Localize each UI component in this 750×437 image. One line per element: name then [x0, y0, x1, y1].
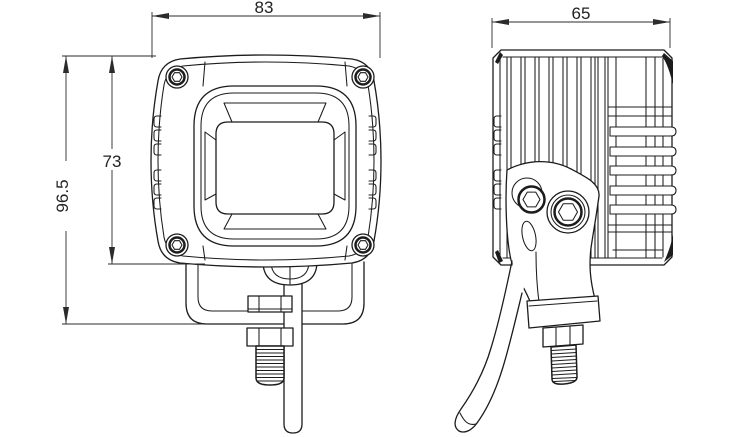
dim-front-lens-height-label: 73 — [103, 152, 122, 171]
hex-screw-bottom-left — [165, 233, 189, 257]
side-edge-fins — [493, 115, 502, 210]
side-bezel-ribs — [609, 126, 677, 215]
side-pivot-bolt — [517, 185, 546, 214]
dimension-annotations: 83 65 96.5 73 — [53, 0, 671, 325]
dim-front-width-label: 83 — [255, 0, 274, 17]
front-lens — [215, 121, 335, 215]
hex-screw-top-left — [165, 65, 189, 89]
front-cable — [283, 262, 303, 434]
side-foot-nut — [542, 324, 584, 348]
dim-front-width: 83 — [151, 0, 381, 58]
front-mounting-stud — [255, 345, 285, 386]
side-pivot-boss — [546, 190, 590, 234]
front-bezel-facets — [204, 102, 346, 230]
side-mounting-stud — [550, 344, 578, 385]
side-heatsink-fins — [506, 56, 617, 259]
dim-side-depth: 65 — [491, 4, 671, 48]
front-pivot-knob — [262, 262, 318, 286]
front-corner-screws — [165, 65, 375, 257]
hex-screw-top-right — [351, 65, 375, 89]
side-bracket-foot — [526, 295, 601, 329]
front-upper-nut — [247, 295, 293, 313]
hex-screw-bottom-right — [351, 233, 375, 257]
front-side-fins — [153, 115, 377, 210]
side-view — [454, 49, 677, 433]
dim-front-total-height: 96.5 — [53, 55, 207, 325]
side-cable — [454, 258, 526, 433]
side-bracket-arm — [505, 161, 600, 305]
front-lens-bezel — [193, 85, 357, 247]
front-lower-nut — [246, 327, 294, 347]
dim-front-total-height-label: 96.5 — [53, 179, 72, 212]
dim-front-lens-height: 73 — [100, 56, 205, 265]
side-bracket-slot — [521, 220, 537, 252]
front-view — [150, 54, 382, 434]
side-bezel-section — [607, 56, 673, 259]
dim-side-depth-label: 65 — [572, 4, 591, 23]
side-corner-shadows — [495, 52, 673, 263]
